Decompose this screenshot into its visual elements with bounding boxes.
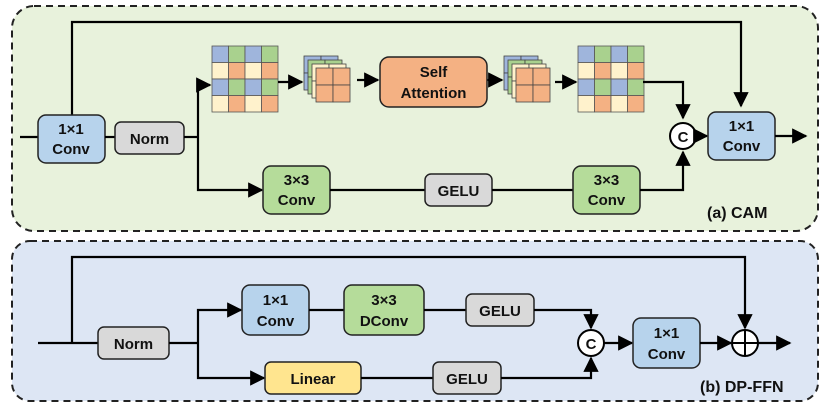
cam-patch-stack-right bbox=[503, 55, 551, 103]
feature-map-cell bbox=[627, 62, 645, 80]
feature-map-cell bbox=[261, 45, 279, 63]
feature-map-cell bbox=[594, 45, 612, 63]
feature-map-cell bbox=[244, 78, 262, 96]
cam-conv3x3-a-line2: Conv bbox=[278, 192, 316, 209]
ffn-conv-out-block: 1×1 Conv bbox=[632, 317, 701, 369]
ffn-norm-block: Norm bbox=[97, 326, 170, 360]
feature-map-cell bbox=[244, 62, 262, 80]
cam-conv-in-block: 1×1 Conv bbox=[37, 114, 106, 164]
cam-conv3x3-a-block: 3×3 Conv bbox=[262, 165, 331, 215]
ffn-conv1x1-block: 1×1 Conv bbox=[241, 284, 310, 336]
feature-map-cell bbox=[228, 45, 246, 63]
feature-map-cell bbox=[594, 78, 612, 96]
ffn-dconv-line2: DConv bbox=[360, 313, 409, 330]
feature-map-cell bbox=[244, 45, 262, 63]
ffn-concat-label: C bbox=[586, 336, 597, 353]
ffn-conv-out-line1: 1×1 bbox=[654, 325, 679, 342]
ffn-dconv-line1: 3×3 bbox=[371, 292, 396, 309]
cam-self-attention-line1: Self bbox=[420, 64, 449, 81]
feature-map-cell bbox=[261, 62, 279, 80]
patch-cell bbox=[315, 67, 334, 86]
patch-cell bbox=[515, 84, 534, 103]
feature-map-cell bbox=[577, 78, 595, 96]
feature-map-cell bbox=[211, 95, 229, 113]
cam-gelu-label: GELU bbox=[438, 183, 480, 200]
feature-map-cell bbox=[627, 45, 645, 63]
ffn-add-node bbox=[731, 329, 759, 357]
ffn-caption: (b) DP-FFN bbox=[700, 379, 784, 396]
cam-norm-label: Norm bbox=[130, 131, 169, 148]
ffn-norm-label: Norm bbox=[114, 336, 153, 353]
feature-map-cell bbox=[577, 95, 595, 113]
cam-self-attention-block: Self Attention bbox=[379, 56, 488, 108]
ffn-linear-label: Linear bbox=[290, 371, 335, 388]
feature-map-cell bbox=[261, 95, 279, 113]
patch-cell bbox=[532, 67, 551, 86]
feature-map-cell bbox=[577, 45, 595, 63]
cam-conv-out-line1: 1×1 bbox=[729, 118, 754, 135]
cam-conv-in-line1: 1×1 bbox=[58, 121, 83, 138]
ffn-concat-node: C bbox=[577, 329, 605, 357]
patch-cell bbox=[315, 84, 334, 103]
cam-norm-block: Norm bbox=[114, 121, 185, 155]
ffn-conv1x1-line2: Conv bbox=[257, 313, 295, 330]
feature-map-cell bbox=[610, 62, 628, 80]
feature-map-cell bbox=[610, 78, 628, 96]
feature-map-cell bbox=[594, 95, 612, 113]
ffn-skip-connection bbox=[70, 255, 753, 343]
cam-concat-node: C bbox=[669, 122, 697, 150]
cam-conv-in-line2: Conv bbox=[52, 141, 90, 158]
patch-cell bbox=[332, 67, 351, 86]
cam-conv-out-line2: Conv bbox=[723, 138, 761, 155]
cam-caption: (a) CAM bbox=[707, 205, 767, 222]
cam-patch-stack-left bbox=[303, 55, 351, 103]
cam-conv3x3-b-line1: 3×3 bbox=[594, 172, 619, 189]
cam-conv3x3-b-line2: Conv bbox=[588, 192, 626, 209]
feature-map-cell bbox=[244, 95, 262, 113]
cam-self-attention-line2: Attention bbox=[401, 85, 467, 102]
cam-conv3x3-b-block: 3×3 Conv bbox=[572, 165, 641, 215]
feature-map-cell bbox=[610, 45, 628, 63]
ffn-linear-block: Linear bbox=[264, 361, 362, 395]
feature-map-cell bbox=[610, 95, 628, 113]
patch-cell bbox=[332, 84, 351, 103]
feature-map-cell bbox=[228, 78, 246, 96]
cam-panel bbox=[11, 5, 819, 232]
patch-cell bbox=[532, 84, 551, 103]
cam-skip-connection bbox=[70, 20, 749, 115]
cam-feature-map-output bbox=[577, 45, 645, 113]
ffn-dconv-block: 3×3 DConv bbox=[343, 284, 425, 336]
feature-map-cell bbox=[228, 62, 246, 80]
cam-concat-label: C bbox=[678, 129, 689, 146]
feature-map-cell bbox=[211, 62, 229, 80]
cam-feature-map-input bbox=[211, 45, 279, 113]
cam-conv-out-block: 1×1 Conv bbox=[707, 111, 776, 161]
feature-map-cell bbox=[211, 78, 229, 96]
cam-gelu-block: GELU bbox=[424, 173, 493, 207]
feature-map-cell bbox=[211, 45, 229, 63]
cam-conv3x3-a-line1: 3×3 bbox=[284, 172, 309, 189]
ffn-conv-out-line2: Conv bbox=[648, 346, 686, 363]
ffn-gelu-top-label: GELU bbox=[479, 303, 521, 320]
ffn-gelu-bottom-label: GELU bbox=[446, 371, 488, 388]
feature-map-cell bbox=[627, 95, 645, 113]
ffn-conv1x1-line1: 1×1 bbox=[263, 292, 288, 309]
feature-map-cell bbox=[594, 62, 612, 80]
ffn-gelu-bottom-block: GELU bbox=[432, 361, 502, 395]
ffn-gelu-top-block: GELU bbox=[465, 293, 535, 327]
patch-cell bbox=[515, 67, 534, 86]
feature-map-cell bbox=[261, 78, 279, 96]
feature-map-cell bbox=[228, 95, 246, 113]
feature-map-cell bbox=[577, 62, 595, 80]
feature-map-cell bbox=[627, 78, 645, 96]
